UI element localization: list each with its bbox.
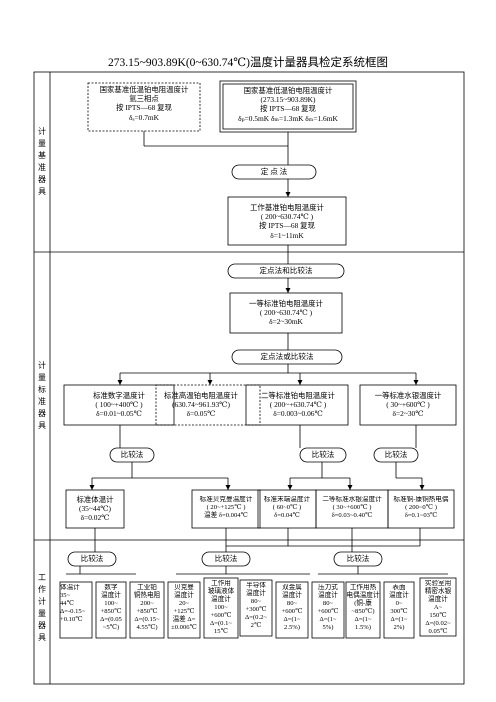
box-first-pt-text: 一等标准铂电阻温度计 ( 200~630.74℃ ) δ=2~30mK bbox=[249, 299, 323, 327]
section-label-standard: 计 量 标 准 器 具 bbox=[38, 361, 46, 430]
box-first-hg-text: 一等标准水银温度计 ( 30~+600℃ ) δ=2~30℃ bbox=[374, 391, 442, 419]
box-nat-low bbox=[87, 82, 201, 132]
working-item-6: 半导体 温度计 80~ +300℃ Δ=(0.2~ 2℃ bbox=[245, 582, 267, 629]
box-second-pt bbox=[245, 384, 349, 426]
box-last-hg-text: 标准末端温度计 ( 60~0℃ ) δ=0.04℃ bbox=[263, 496, 311, 519]
pill-cmp1-text: 比较法 bbox=[120, 450, 144, 459]
wbox-3 bbox=[129, 581, 165, 639]
pill-fixed-or-compare bbox=[231, 349, 343, 365]
working-item-3: 工业铂 铜热电阻 200~ +850℃ Δ=(0.15~ 4.55℃) bbox=[133, 584, 161, 631]
working-item-11: 实验室用 精密水银 温度计 A~ 150℃ Δ=(0.02~ 0.05℃ bbox=[424, 580, 452, 635]
wbox-5 bbox=[203, 577, 239, 639]
working-item-10: 表面 温度计 0~ 300℃ Δ=(1~ 2%) bbox=[389, 584, 409, 631]
working-item-7: 双金属 温度计 80~ +600℃ Δ=(1~ 2.5%) bbox=[281, 584, 303, 631]
pill-cmp4 bbox=[67, 551, 117, 567]
pill-cmp5-text: 比较法 bbox=[214, 554, 238, 563]
box-hi-pt bbox=[155, 384, 261, 426]
wbox-6 bbox=[239, 579, 273, 637]
wbox-10 bbox=[383, 581, 415, 639]
wbox-8 bbox=[311, 581, 345, 639]
pill-cmp2 bbox=[299, 447, 347, 463]
working-item-8: 压力式 温度计 80~ +600℃ Δ=(1~ 5%) bbox=[317, 584, 339, 631]
box-nat-main-inner bbox=[222, 83, 354, 130]
box-std-bimetal-text: 标准铜-康铜热电偶 ( 200~0℃ ) δ=0.1~03℃ bbox=[393, 496, 449, 519]
box-beckmann-text: 标准贝克曼温度计 ( 20~+125℃ ) 温差 δ=0.004℃ bbox=[199, 496, 253, 519]
pill-cmp2-text: 比较法 bbox=[311, 450, 335, 459]
pill-cmp4-text: 比较法 bbox=[80, 554, 104, 563]
page-title: 273.15~903.89K(0~630.74℃)温度计量器具检定系统框图 bbox=[108, 57, 388, 69]
section-label-primary: 计 量 基 准 器 具 bbox=[38, 127, 46, 196]
wbox-7 bbox=[275, 581, 309, 639]
pill-cmp3-text: 比较法 bbox=[384, 450, 408, 459]
wbox-9 bbox=[345, 581, 381, 639]
box-first-pt bbox=[229, 292, 343, 334]
working-item-9: 工作用热 电偶温度计 (铜-康 ~850℃) Δ=(1~ 1.5%) bbox=[346, 584, 380, 631]
box-second-hg-text: 二等标准水银温度计 ( 30~+600℃ ) δ=0.03~0.40℃ bbox=[322, 496, 382, 519]
pill-fixed bbox=[231, 164, 317, 180]
pill-fixed-compare-text: 定点法和比较法 bbox=[259, 266, 313, 275]
pill-fixed-or-compare-text: 定点法或比较法 bbox=[260, 352, 314, 361]
pill-fixed-compare bbox=[227, 263, 345, 279]
box-work-pt bbox=[227, 196, 347, 246]
wbox-11 bbox=[419, 577, 457, 637]
wbox-2 bbox=[95, 581, 127, 639]
working-item-4: 贝克曼 温度计 20~ +125℃ 温差 Δ= ±0.006℃ bbox=[171, 584, 197, 631]
box-first-hg bbox=[359, 384, 457, 426]
box-hi-pt-text: 标准高温铂电阻温度计 (630.74~961.93℃) δ=0.05℃ bbox=[164, 391, 238, 419]
box-second-pt-text: 二等标准铂电阻温度计 ( 200~+630.74℃ ) δ=0.003~0.06… bbox=[261, 391, 335, 419]
working-item-5: 工作用 玻璃液体 温度计 100~ +600℃ Δ=(0.1~ 15℃ bbox=[207, 580, 235, 635]
box-digital bbox=[63, 384, 175, 426]
box-std-thermo-text: 标准体温计 (35~44℃) δ=0.02℃ bbox=[76, 495, 114, 523]
wbox-4 bbox=[167, 581, 201, 639]
box-std-bimetal bbox=[387, 489, 455, 529]
working-item-1: 体温计 35~ 44℃ Δ=-0.15~ +0.10℃ bbox=[60, 584, 86, 623]
box-nat-low-text: 国家基准低温铂电阻温度计 氩三相点 按 IPTS—68 复现 δₐ=0.7mK bbox=[99, 85, 189, 122]
section-label-working: 工 作 计 量 器 具 bbox=[38, 573, 46, 642]
wbox-1 bbox=[59, 581, 93, 639]
pill-fixed-text: 定 点 法 bbox=[260, 167, 288, 176]
box-work-pt-text: 工作基准铂电阻温度计 ( 200~630.74℃ ) 按 IPTS—68 复现 … bbox=[250, 203, 324, 240]
box-nat-main-text: 国家基准低温铂电阻温度计 (273.15~903.89K) 按 IPTS—68 … bbox=[238, 86, 338, 123]
box-digital-text: 标准数字温度计 ( 100~+400℃ ) δ=0.01~0.05℃ bbox=[93, 391, 145, 419]
working-item-2: 数字 温度计 100~ +850℃ Δ=(0.05 ~5℃) bbox=[100, 584, 122, 631]
pill-cmp6-text: 比较法 bbox=[346, 554, 370, 563]
outer-frame bbox=[33, 71, 465, 685]
